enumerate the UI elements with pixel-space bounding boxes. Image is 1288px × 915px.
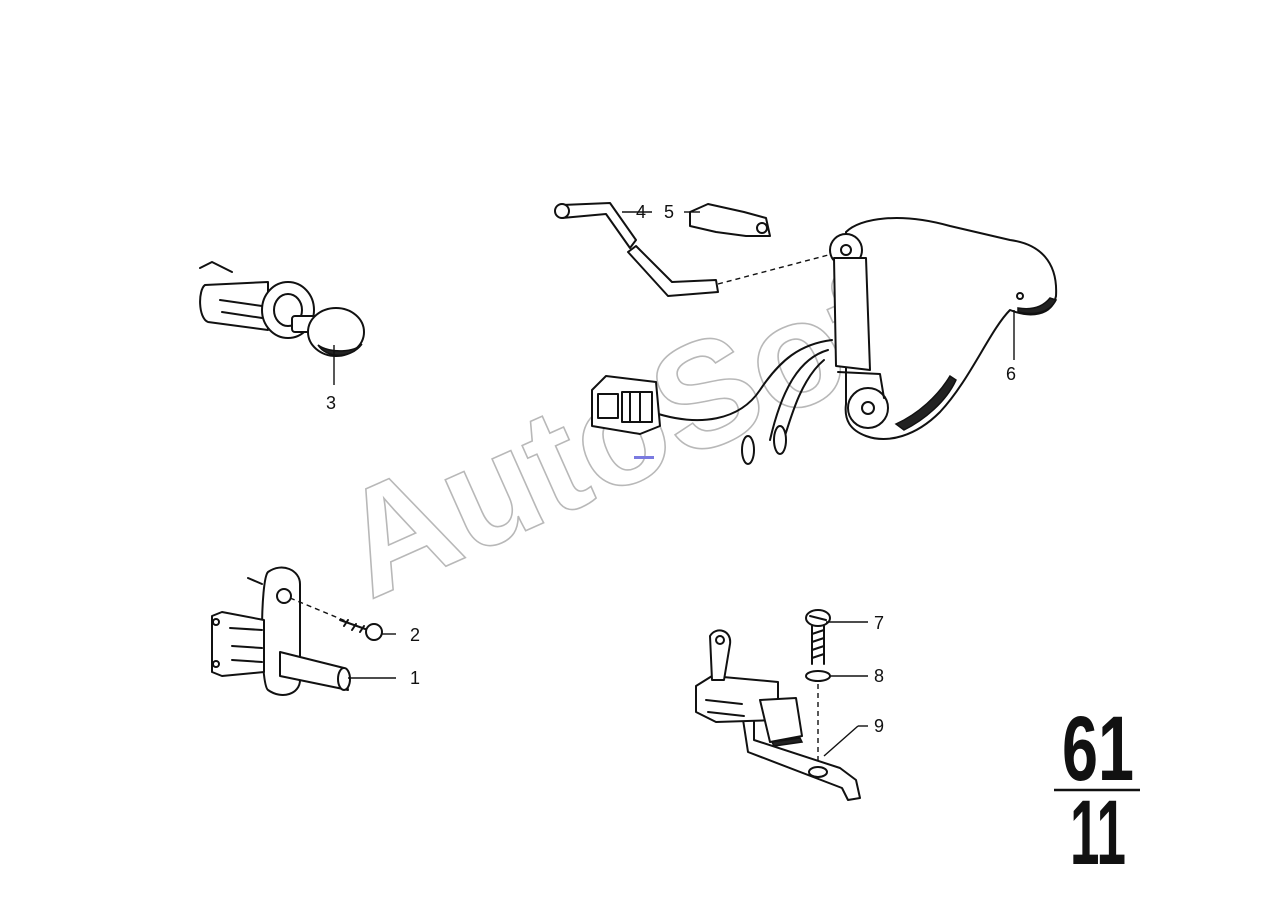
part-7-screw	[805, 609, 868, 665]
part-8-washer	[805, 670, 868, 682]
part-1-door-switch	[211, 566, 396, 696]
blue-mark	[634, 456, 654, 459]
callout-1: 1	[410, 668, 420, 688]
part-5-bracket	[684, 203, 771, 237]
callout-labels: 1 2 3 4 5 6 7 8 9	[326, 202, 1016, 736]
callout-9: 9	[874, 716, 884, 736]
part-3-lighter	[199, 261, 365, 385]
part-9-bracket	[695, 629, 868, 801]
group-number: 61 11	[1054, 698, 1140, 884]
callout-6: 6	[1006, 364, 1016, 384]
part-6-switch	[591, 217, 1058, 465]
callout-7: 7	[874, 613, 884, 633]
group-number-main: 61	[1062, 698, 1134, 800]
part-2-screw	[289, 597, 396, 641]
callout-4: 4	[636, 202, 646, 222]
callout-2: 2	[410, 625, 420, 645]
part-4-rod	[554, 202, 719, 297]
callout-5: 5	[664, 202, 674, 222]
callout-3: 3	[326, 393, 336, 413]
group-number-sub: 11	[1070, 782, 1126, 884]
callout-8: 8	[874, 666, 884, 686]
